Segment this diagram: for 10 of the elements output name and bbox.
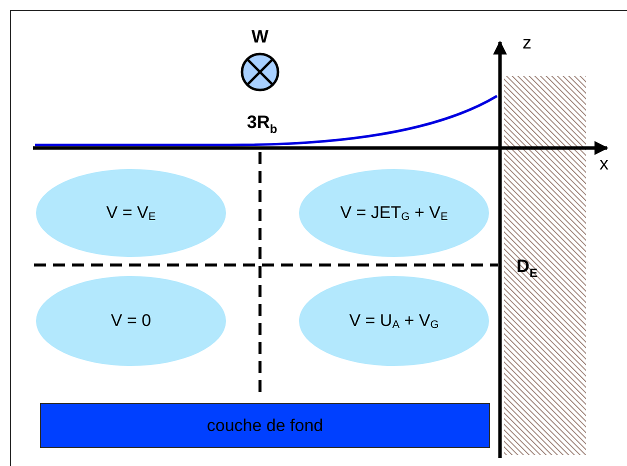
- axis-label: x: [600, 154, 608, 174]
- axis-label: z: [522, 32, 532, 54]
- equation-text: V = V$_{E}$: [106, 203, 156, 223]
- equation-text: V = 0: [110, 311, 152, 331]
- equation-text: V = U$_{A}$ + V$_{G}$: [349, 311, 439, 331]
- bottom-layer-bar: [40, 403, 490, 448]
- equation-text: couche de fond: [206, 416, 324, 436]
- distance-label: 3R$_{b}$: [246, 112, 278, 136]
- equation-text: V = JET$_{G}$ + V$_{E}$: [340, 203, 448, 223]
- symbol-label: W: [252, 26, 268, 48]
